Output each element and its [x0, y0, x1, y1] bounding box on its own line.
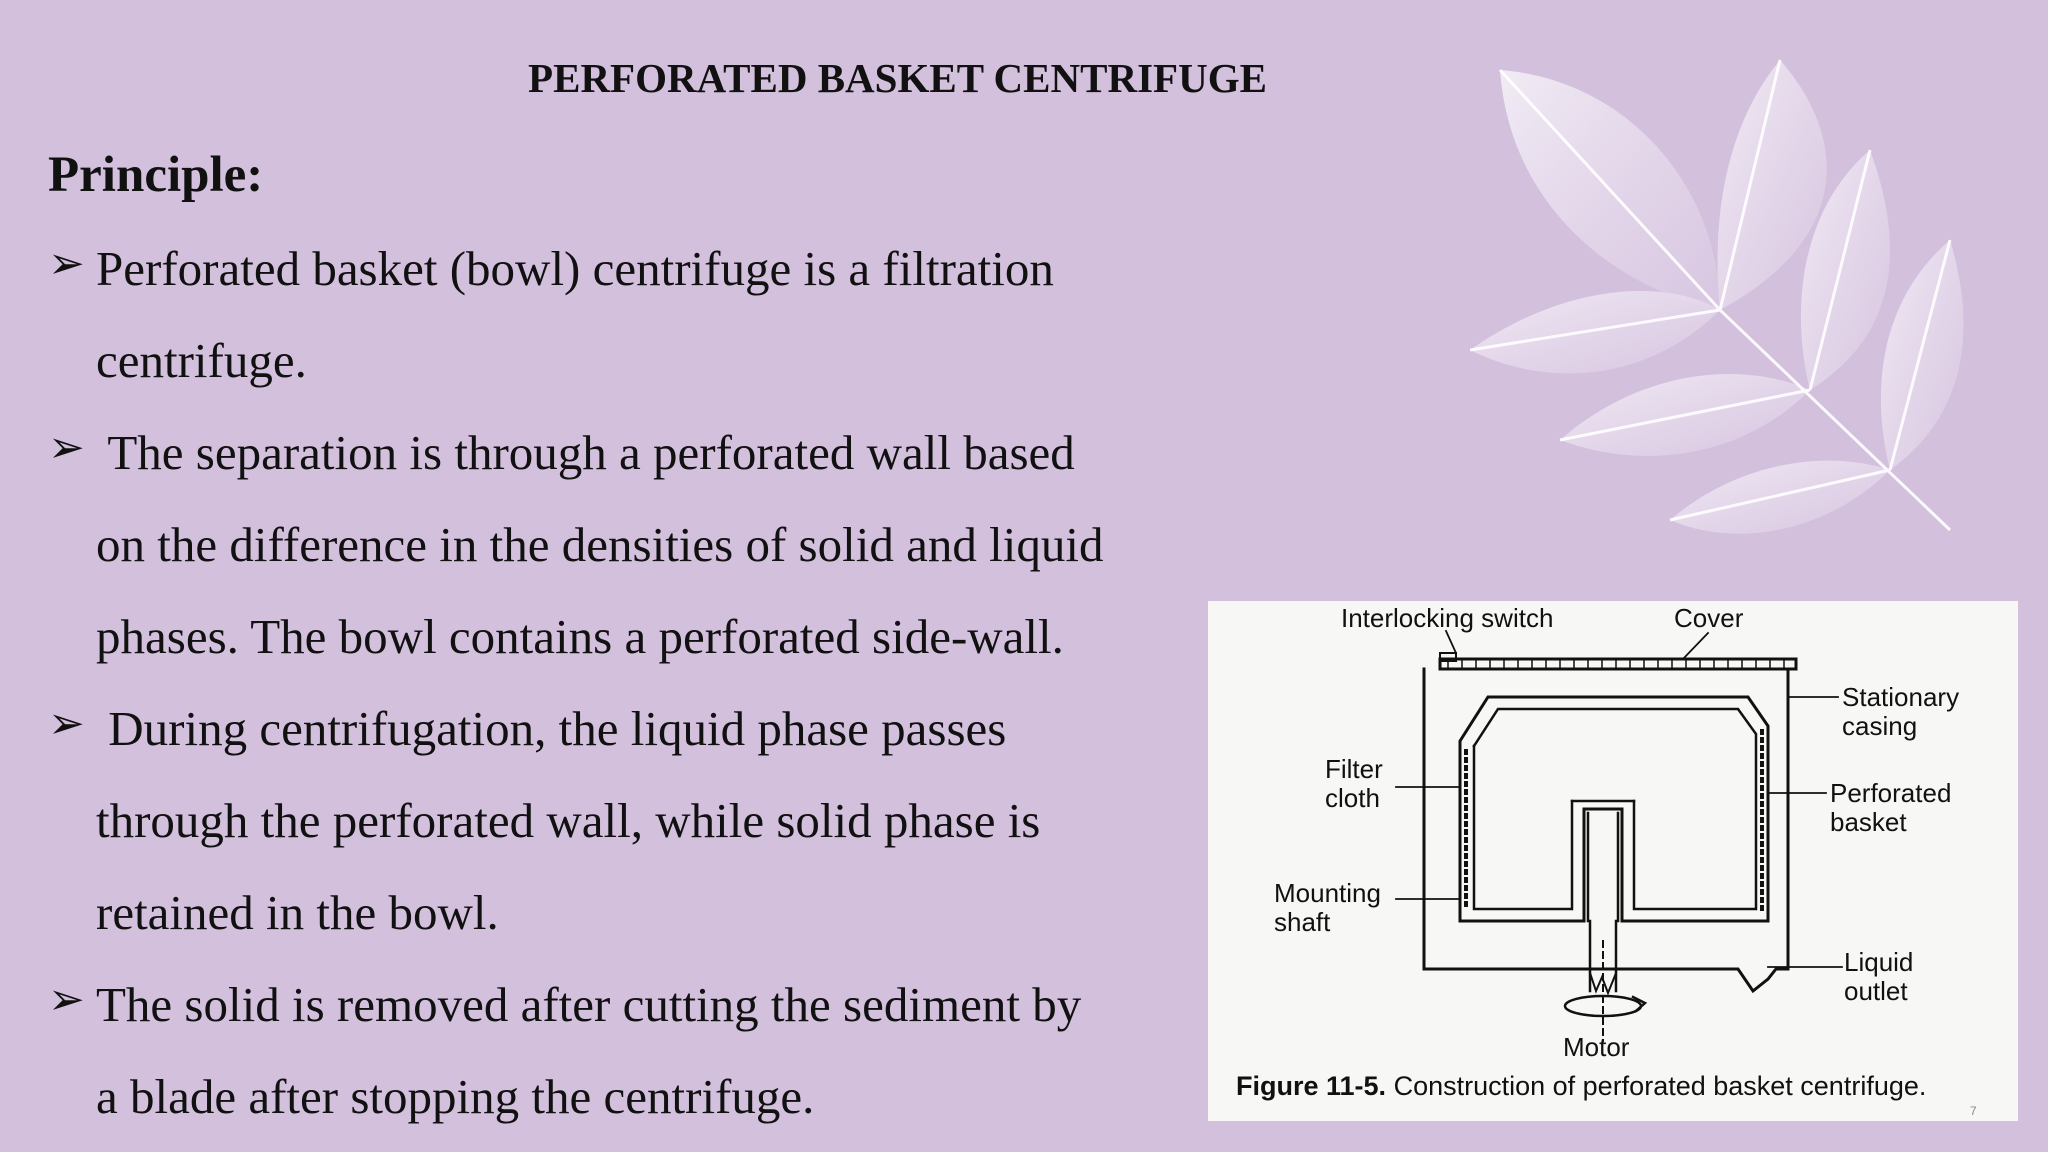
- text-line: The separation is through a perforated w…: [96, 425, 1075, 480]
- text-line: The solid is removed after cutting the s…: [96, 977, 1082, 1032]
- label-line: Filter: [1325, 754, 1383, 784]
- text-line: on the difference in the densities of so…: [96, 517, 1104, 572]
- figure-caption: Figure 11-5. Construction of perforated …: [1236, 1071, 1926, 1102]
- caption-text: Construction of perforated basket centri…: [1386, 1071, 1927, 1101]
- page-number: 7: [1970, 1104, 1977, 1118]
- bullet-arrow-icon: ➢: [48, 423, 85, 472]
- text-line: centrifuge.: [96, 333, 307, 388]
- bullet-arrow-icon: ➢: [48, 699, 85, 748]
- label-line: shaft: [1274, 907, 1331, 937]
- label-line: outlet: [1844, 976, 1908, 1006]
- text-line: phases. The bowl contains a perforated s…: [96, 609, 1064, 664]
- slide-title: PERFORATED BASKET CENTRIFUGE: [528, 55, 1267, 101]
- label-perforated-basket: Perforated basket: [1830, 779, 1951, 837]
- label-line: cloth: [1325, 783, 1380, 813]
- label-line: Stationary: [1842, 682, 1960, 712]
- label-line: Mounting: [1274, 878, 1381, 908]
- label-mounting-shaft: Mounting shaft: [1274, 879, 1381, 937]
- bullet-arrow-icon: ➢: [48, 975, 85, 1024]
- label-cover: Cover: [1674, 603, 1744, 633]
- bullet-arrow-icon: ➢: [48, 239, 85, 288]
- label-line: basket: [1830, 807, 1907, 837]
- text-line: a blade after stopping the centrifuge.: [96, 1069, 815, 1124]
- text-line: retained in the bowl.: [96, 885, 499, 940]
- label-interlocking-switch: Interlocking switch: [1341, 603, 1554, 633]
- label-filter-cloth: Filter cloth: [1325, 755, 1383, 813]
- centrifuge-figure: Interlocking switch Cover Stationary cas…: [1208, 601, 2018, 1121]
- label-liquid-outlet: Liquid outlet: [1844, 948, 1913, 1006]
- label-line: Liquid: [1844, 947, 1914, 977]
- caption-figure-number: Figure 11-5.: [1236, 1071, 1387, 1101]
- leaf-decoration: [1470, 59, 1964, 534]
- label-motor: Motor: [1563, 1032, 1630, 1062]
- text-line: through the perforated wall, while solid…: [96, 793, 1041, 848]
- label-stationary-casing: Stationary casing: [1842, 683, 1959, 741]
- label-line: casing: [1842, 711, 1918, 741]
- centrifuge-diagram: [1395, 629, 1843, 1042]
- label-line: Perforated: [1830, 778, 1952, 808]
- principle-heading: Principle:: [48, 147, 264, 203]
- text-line: Perforated basket (bowl) centrifuge is a…: [96, 241, 1054, 296]
- text-line: During centrifugation, the liquid phase …: [96, 701, 1007, 756]
